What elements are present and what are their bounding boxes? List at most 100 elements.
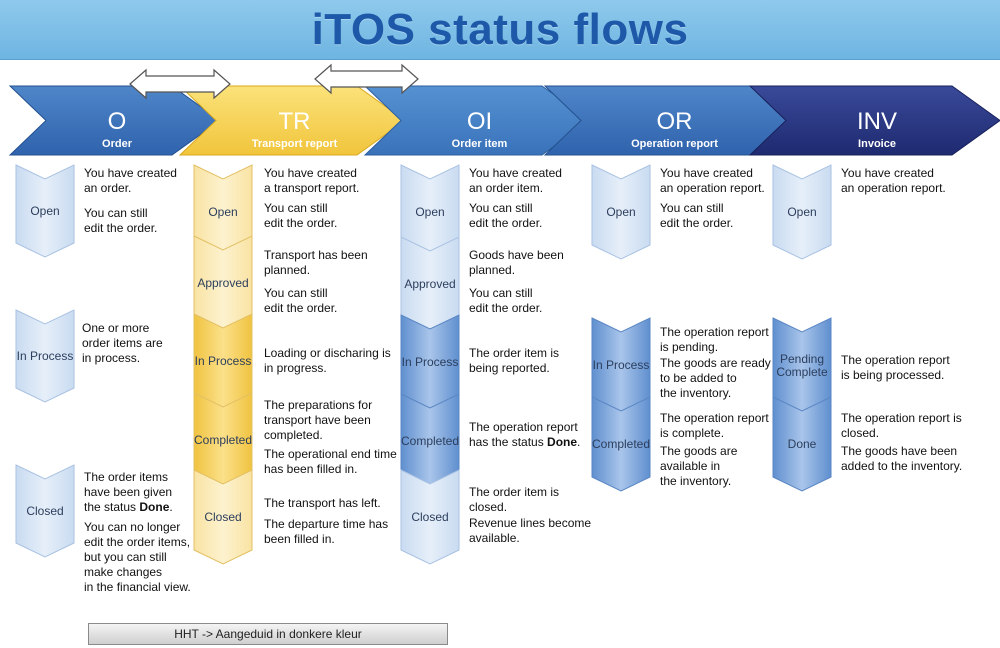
stage-name: Order [102, 138, 133, 150]
stage-chevron-inv [748, 85, 1000, 156]
stage-name: Transport report [252, 138, 338, 150]
state-label: In Process [195, 354, 252, 368]
stage-name: Invoice [858, 138, 896, 150]
state-in-process: In Process [591, 317, 651, 413]
state-completed: Completed [193, 392, 253, 488]
state-chevron [193, 469, 253, 565]
note-tr: The transport has left. [264, 496, 381, 510]
state-label: Approved [197, 276, 248, 290]
state-approved: Approved [193, 235, 253, 331]
state-label: Closed [204, 510, 241, 524]
stage-name: Order item [452, 138, 508, 150]
title-bar: iTOS status flows [0, 0, 1000, 60]
stage-code: OI [467, 108, 492, 135]
legend-box: HHT -> Aangeduid in donkere kleur [88, 623, 448, 645]
stage-header-tr: TR Transport report [178, 85, 406, 156]
state-chevron [591, 396, 651, 492]
state-chevron [772, 396, 832, 492]
state-label: Approved [404, 277, 455, 291]
state-open: Open [15, 164, 75, 258]
state-in-process: In Process [15, 309, 75, 403]
state-closed: Closed [400, 469, 460, 565]
state-chevron [772, 164, 832, 260]
state-label: Complete [776, 365, 828, 379]
stage-code: TR [279, 108, 311, 135]
state-label: Open [606, 205, 635, 219]
state-done: Done [772, 396, 832, 492]
state-open: Open [193, 164, 253, 260]
state-open: Open [591, 164, 651, 260]
page-title: iTOS status flows [311, 4, 689, 54]
state-label: In Process [402, 355, 459, 369]
state-chevron [400, 469, 460, 565]
state-closed: Closed [15, 464, 75, 558]
state-approved: Approved [400, 236, 460, 332]
state-label: Completed [592, 437, 650, 451]
state-chevron [15, 309, 75, 403]
state-label: Open [30, 204, 59, 218]
state-chevron [591, 164, 651, 260]
stage-code: O [108, 108, 127, 135]
stage-name: Operation report [631, 138, 718, 150]
state-open: Open [772, 164, 832, 260]
double-arrow-icon [314, 63, 419, 95]
state-label: In Process [17, 349, 74, 363]
legend-text: HHT -> Aangeduid in donkere kleur [174, 627, 362, 641]
stage-header-oi: OI Order item [363, 85, 591, 156]
state-label: Open [787, 205, 816, 219]
state-label: Completed [401, 434, 459, 448]
state-label: Closed [411, 510, 448, 524]
state-label: In Process [593, 358, 650, 372]
double-arrow-icon [129, 68, 231, 100]
state-label: Done [788, 437, 817, 451]
state-chevron [15, 164, 75, 258]
state-label: Open [208, 205, 237, 219]
stage-code: OR [657, 108, 693, 135]
stage-code: INV [857, 108, 897, 135]
state-in-process: In Process [400, 314, 460, 410]
state-chevron [15, 464, 75, 558]
state-in-process: In Process [193, 313, 253, 409]
state-label: Completed [194, 433, 252, 447]
stage-chevron-oi [363, 85, 591, 156]
status-flow-diagram: O Order TR Transport report OI Order item OR Op… [8, 63, 1000, 565]
state-label: Open [415, 205, 444, 219]
stage-header-o: O Order [8, 85, 221, 156]
state-label: Closed [26, 504, 63, 518]
